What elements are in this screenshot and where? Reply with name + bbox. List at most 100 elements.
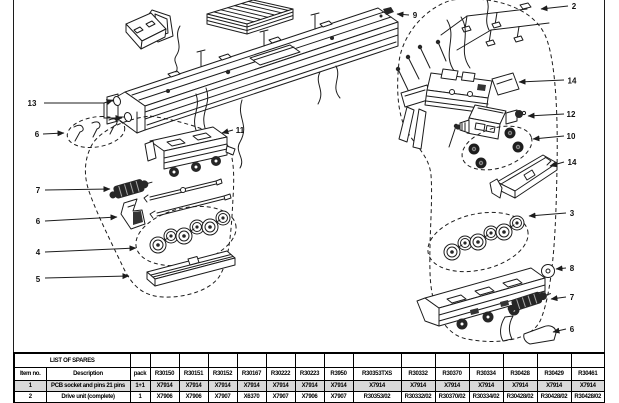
col-header-part: R30334 — [468, 367, 504, 381]
cell-description: PCB socket and pins 21 pins — [45, 380, 131, 392]
col-header-part: R30222 — [265, 367, 296, 381]
empty-cell — [265, 352, 296, 368]
cell-pack: 1 — [129, 391, 151, 403]
empty-cell — [400, 352, 436, 368]
callout-10: 10 — [567, 132, 576, 141]
empty-cell — [207, 352, 238, 368]
empty-cell — [434, 352, 470, 368]
worm-gear-right — [507, 291, 552, 313]
exploded-diagram: 13 6 11 7 6 4 5 9 2 14 12 10 14 3 8 7 6 — [13, 0, 605, 352]
chassis-drawing — [106, 7, 399, 169]
wheelsets-rear — [427, 211, 529, 273]
callout-14b: 14 — [568, 158, 577, 167]
callout-6c: 6 — [570, 325, 575, 334]
col-header-part: R30353TXS — [352, 367, 402, 381]
cell-part-value: R30370/02 — [434, 391, 470, 403]
col-header-part: R30428 — [502, 367, 538, 381]
callout-9: 9 — [413, 11, 418, 20]
keeper-plate — [489, 154, 558, 199]
motor — [455, 104, 527, 140]
screws — [395, 39, 459, 148]
col-header-part: R30429 — [536, 367, 572, 381]
cell-part-value: X7914 — [352, 380, 402, 392]
cell-part-value: X7914 — [570, 380, 605, 392]
cell-part-value: R30428/02 — [570, 391, 605, 403]
keeper-strip — [146, 250, 236, 287]
cell-part-value: R30353/02 — [352, 391, 402, 403]
motor-wires — [446, 16, 471, 73]
rear-bogie-frame — [416, 264, 555, 330]
gear-set — [461, 125, 533, 171]
motor-mount-assembly — [398, 68, 520, 150]
empty-cell — [294, 352, 325, 368]
cell-part-value: X6370 — [236, 391, 267, 403]
cell-part-value: X7906 — [178, 391, 209, 403]
empty-cell — [149, 352, 180, 368]
empty-cell — [468, 352, 504, 368]
cell-part-value: X7914 — [323, 380, 354, 392]
cell-pack: 1+1 — [129, 380, 151, 392]
callout-4: 4 — [36, 248, 41, 257]
cell-item-no: 2 — [13, 391, 47, 403]
empty-cell — [178, 352, 209, 368]
cell-part-value: X7914 — [294, 380, 325, 392]
cab-end-part — [125, 9, 181, 73]
empty-cell — [129, 352, 151, 368]
col-header-part: R30461 — [570, 367, 605, 381]
cell-part-value: X7914 — [207, 380, 238, 392]
col-header-item: Item no. — [13, 367, 47, 381]
empty-cell — [536, 352, 572, 368]
col-header-part: R30152 — [207, 367, 238, 381]
callout-5: 5 — [36, 275, 41, 284]
callout-3: 3 — [570, 209, 575, 218]
cell-part-value: X7914 — [265, 380, 296, 392]
callout-12: 12 — [567, 110, 576, 119]
cell-part-value: X7906 — [149, 391, 180, 403]
cell-part-value: X7907 — [323, 391, 354, 403]
callout-7a: 7 — [36, 186, 41, 195]
coupling-bracket-left — [120, 198, 146, 230]
cell-part-value: X7914 — [236, 380, 267, 392]
col-header-pack: pack — [129, 367, 151, 381]
col-header-description: Description — [45, 367, 131, 381]
cell-part-value: X7914 — [178, 380, 209, 392]
cell-part-value: X7914 — [149, 380, 180, 392]
front-bogie-group-outline — [85, 115, 235, 298]
cell-part-value: X7914 — [468, 380, 504, 392]
col-header-part: R30370 — [434, 367, 470, 381]
cell-description: Drive unit (complete) — [45, 391, 131, 403]
col-header-part: R30167 — [236, 367, 267, 381]
col-header-part: R30332 — [400, 367, 436, 381]
empty-cell — [352, 352, 402, 368]
table-title: LIST OF SPARES — [13, 352, 131, 368]
empty-cell — [570, 352, 605, 368]
coupling-bracket-right — [500, 315, 557, 345]
cell-part-value: X7906 — [294, 391, 325, 403]
callout-6a: 6 — [35, 130, 40, 139]
col-header-part: R3950 — [323, 367, 354, 381]
weight-block — [206, 0, 294, 35]
callout-14a: 14 — [568, 77, 577, 86]
cell-part-value: R30332/02 — [400, 391, 436, 403]
callout-11: 11 — [236, 126, 245, 135]
cell-part-value: R30428/02 — [536, 391, 572, 403]
cell-part-value: X7914 — [434, 380, 470, 392]
wheelsets-front — [135, 205, 237, 267]
pickup-springs-group — [66, 116, 126, 148]
chassis-connector — [383, 7, 394, 15]
callout-2: 2 — [572, 2, 577, 11]
worm-gear-left — [109, 179, 153, 199]
cell-part-value: R30334/02 — [468, 391, 504, 403]
cell-part-value: X7914 — [502, 380, 538, 392]
col-header-part: R30223 — [294, 367, 325, 381]
bogie-assembly — [144, 87, 236, 177]
handrails — [440, 0, 550, 51]
cell-part-value: X7914 — [400, 380, 436, 392]
callout-8: 8 — [570, 264, 575, 273]
callout-7b: 7 — [570, 293, 575, 302]
